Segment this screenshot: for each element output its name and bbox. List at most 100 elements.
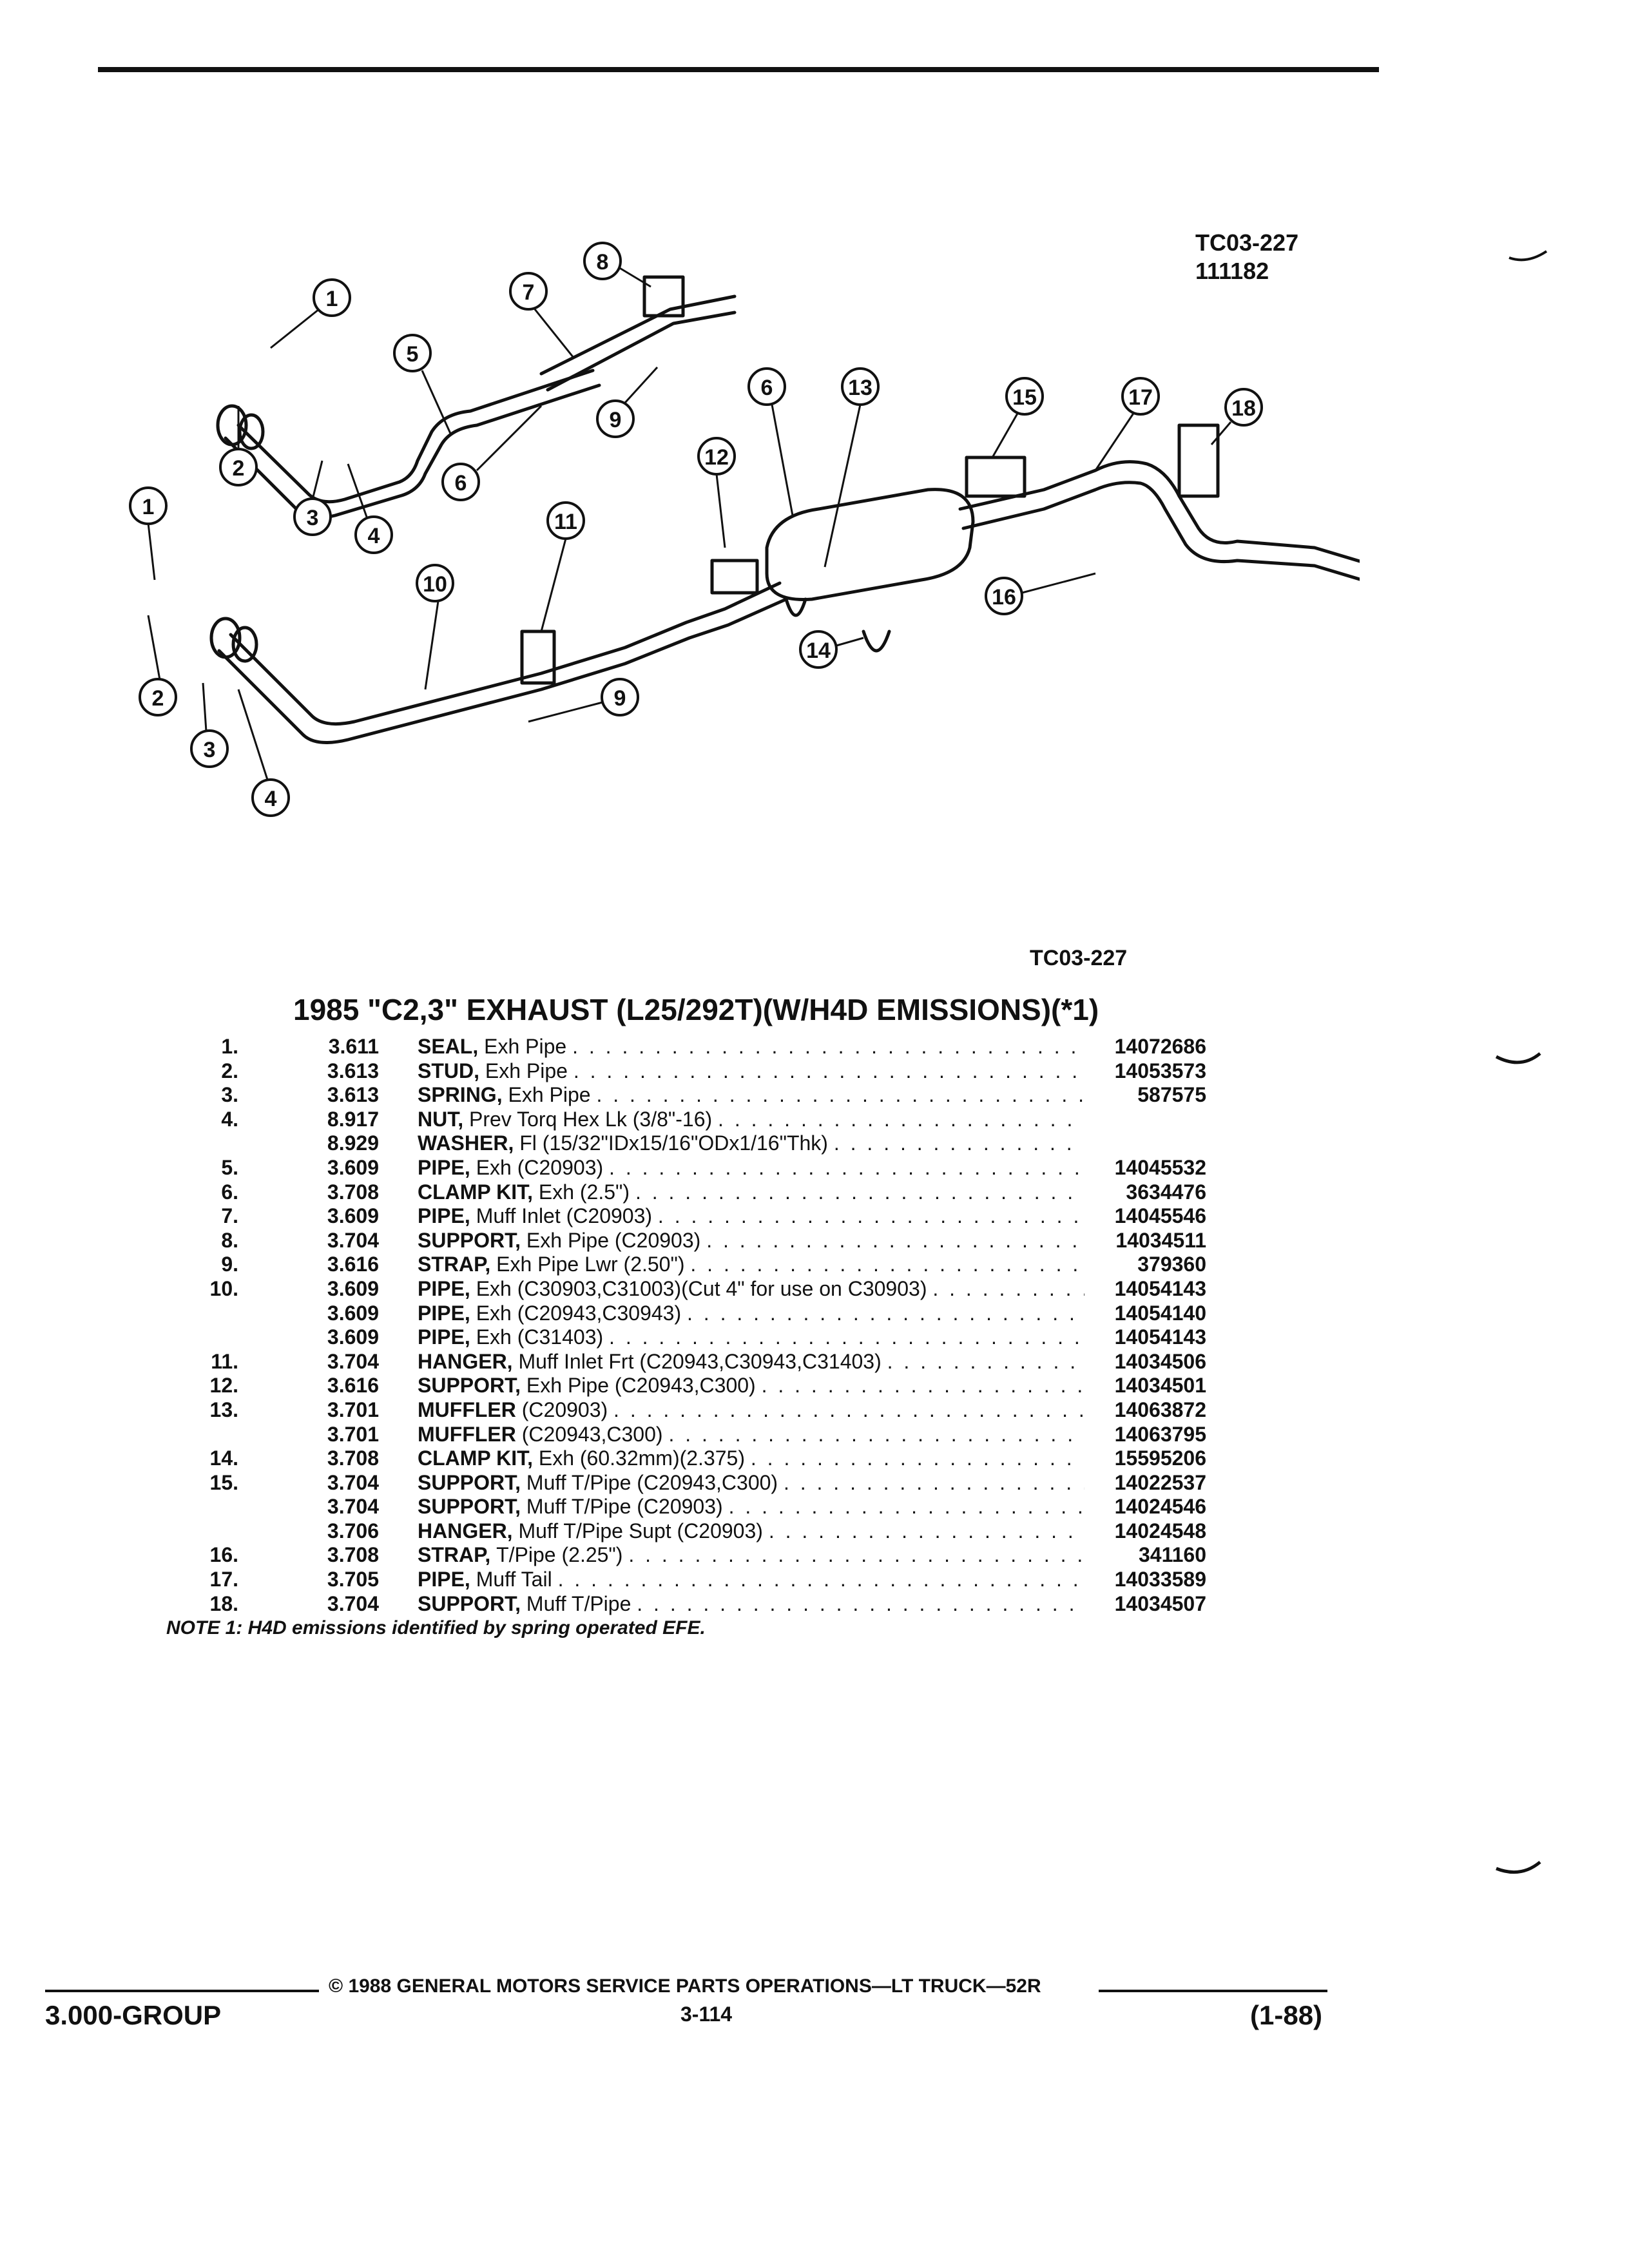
part-name: MUFFLER bbox=[418, 1422, 516, 1446]
leader-dots: . . . . . . . . . . . . . . . . . . . . … bbox=[609, 1155, 1084, 1179]
part-ref-number: 13. bbox=[209, 1398, 238, 1421]
part-number: 14063872 bbox=[1114, 1398, 1206, 1421]
group-number: 3.704 bbox=[327, 1591, 379, 1615]
part-description: PIPE, Exh (C20903) . . . . . . . . . . .… bbox=[418, 1156, 1084, 1180]
callout-4b: 4 bbox=[265, 787, 277, 811]
group-number: 3.708 bbox=[327, 1446, 379, 1470]
callout-16: 16 bbox=[992, 585, 1016, 610]
leader-dots: . . . . . . . . . . . . . . . . . . . . … bbox=[728, 1495, 1084, 1519]
group-number: 3.616 bbox=[327, 1253, 379, 1276]
header-rule bbox=[98, 67, 1379, 72]
leader-dots: . . . . . . . . . . . . . . . . . . . . … bbox=[573, 1059, 1084, 1082]
callout-14: 14 bbox=[806, 639, 831, 663]
callout-11: 11 bbox=[554, 510, 577, 534]
part-name: PIPE, bbox=[418, 1155, 470, 1179]
leader-dots: . . . . . . . . . . . . . . . . . . . . … bbox=[613, 1398, 1084, 1421]
leader-dots: . . . . . . . . . . . . . . . . . . . . … bbox=[637, 1591, 1084, 1615]
leader-dots: . . . . . . . . . . . . . . . . . . . . … bbox=[783, 1470, 1084, 1494]
leader-dots: . . . . . . . . . . . . . . . . . . . . … bbox=[761, 1374, 1084, 1398]
part-name: CLAMP KIT, bbox=[418, 1180, 533, 1204]
part-name: CLAMP KIT, bbox=[418, 1446, 533, 1470]
part-description: SPRING, Exh Pipe . . . . . . . . . . . .… bbox=[418, 1083, 1084, 1107]
part-name: PIPE, bbox=[418, 1568, 470, 1591]
callout-9a: 9 bbox=[610, 408, 622, 432]
part-description: HANGER, Muff T/Pipe Supt (C20903) . . . … bbox=[418, 1519, 1084, 1543]
leader-dots: . . . . . . . . . . . . . . . . . . . . … bbox=[690, 1253, 1084, 1276]
leader-lines bbox=[147, 266, 1232, 780]
part-number: 14045546 bbox=[1114, 1204, 1206, 1228]
table-row: 3.609 PIPE, Exh (C20943,C30943) . . . . .… bbox=[0, 1302, 1629, 1326]
group-number: 3.616 bbox=[327, 1374, 379, 1398]
part-detail: Exh (C20903) bbox=[476, 1155, 604, 1179]
group-number: 3.609 bbox=[327, 1301, 379, 1325]
part-name: STUD, bbox=[418, 1059, 479, 1082]
pipe-upper-inner bbox=[236, 369, 595, 504]
footer-rule-right bbox=[1099, 1990, 1327, 1992]
part-description: STUD, Exh Pipe . . . . . . . . . . . . .… bbox=[418, 1059, 1084, 1083]
figure-code: TC03-227 111182 bbox=[1195, 229, 1298, 285]
leader-dots: . . . . . . . . . . . . . . . . . . . . … bbox=[718, 1107, 1084, 1131]
part-detail: Exh (2.5") bbox=[538, 1180, 630, 1204]
leader-dots: . . . . . . . . . . . . . . . . . . . . … bbox=[750, 1446, 1084, 1470]
part-description: MUFFLER (C20943,C300) . . . . . . . . . … bbox=[418, 1423, 1084, 1446]
part-ref-number: 3. bbox=[221, 1083, 238, 1107]
part-description: SUPPORT, Muff T/Pipe (C20943,C300) . . .… bbox=[418, 1471, 1084, 1495]
part-description: MUFFLER (C20903) . . . . . . . . . . . .… bbox=[418, 1398, 1084, 1422]
part-ref-number: 8. bbox=[221, 1228, 238, 1252]
part-name: HANGER, bbox=[418, 1349, 513, 1373]
part-detail: T/Pipe (2.25") bbox=[496, 1543, 623, 1567]
part-name: HANGER, bbox=[418, 1519, 513, 1542]
callout-6b: 6 bbox=[761, 376, 773, 400]
part-number: 3634476 bbox=[1126, 1180, 1206, 1204]
part-number: 14053573 bbox=[1114, 1059, 1206, 1082]
part-detail: Prev Torq Hex Lk (3/8"-16) bbox=[469, 1107, 713, 1131]
part-ref-number: 18. bbox=[209, 1591, 238, 1615]
group-number: 3.704 bbox=[327, 1470, 379, 1494]
part-number: 14024546 bbox=[1114, 1495, 1206, 1519]
page-number: 3-114 bbox=[680, 2003, 733, 2026]
part-detail: Muff T/Pipe Supt (C20903) bbox=[518, 1519, 763, 1542]
leader-dots: . . . . . . . . . . . . . . . . . . . . … bbox=[596, 1083, 1084, 1107]
part-description: HANGER, Muff Inlet Frt (C20943,C30943,C3… bbox=[418, 1350, 1084, 1374]
part-detail: Exh Pipe bbox=[485, 1059, 568, 1082]
pipe-tail bbox=[958, 460, 1360, 563]
part-ref-number: 14. bbox=[209, 1446, 238, 1470]
part-name: SUPPORT, bbox=[418, 1470, 521, 1494]
part-description: SUPPORT, Muff T/Pipe . . . . . . . . . .… bbox=[418, 1592, 1084, 1616]
muffler-body bbox=[765, 488, 975, 601]
table-row: 18. 3.704 SUPPORT, Muff T/Pipe . . . . . .… bbox=[0, 1592, 1629, 1617]
page-title: 1985 "C2,3" EXHAUST (L25/292T)(W/H4D EMI… bbox=[293, 993, 1099, 1026]
margin-mark-1 bbox=[1509, 250, 1548, 262]
part-number: 14045532 bbox=[1114, 1155, 1206, 1179]
callout-18: 18 bbox=[1231, 396, 1256, 421]
part-detail: (C20943,C300) bbox=[521, 1422, 663, 1446]
part-ref-number: 9. bbox=[221, 1253, 238, 1276]
margin-mark-2 bbox=[1495, 1052, 1541, 1064]
part-name: PIPE, bbox=[418, 1204, 470, 1228]
callout-12: 12 bbox=[704, 445, 729, 470]
leader-dots: . . . . . . . . . . . . . . . . . . . . … bbox=[887, 1349, 1084, 1373]
group-number: 3.704 bbox=[327, 1228, 379, 1252]
part-detail: Exh (C30903,C31003)(Cut 4" for use on C3… bbox=[476, 1276, 927, 1300]
callout-6a: 6 bbox=[455, 471, 467, 495]
part-number: 341160 bbox=[1138, 1543, 1206, 1567]
part-ref-number: 1. bbox=[221, 1035, 238, 1058]
leader-dots: . . . . . . . . . . . . . . . . . . . . … bbox=[572, 1035, 1084, 1058]
copyright: © 1988 GENERAL MOTORS SERVICE PARTS OPER… bbox=[329, 1975, 1041, 1997]
figure-code-sub: 111182 bbox=[1195, 258, 1269, 284]
part-number: 14034506 bbox=[1114, 1349, 1206, 1373]
part-description: SUPPORT, Exh Pipe (C20903) . . . . . . .… bbox=[418, 1229, 1084, 1253]
part-description: PIPE, Exh (C20943,C30943) . . . . . . . … bbox=[418, 1302, 1084, 1325]
callout-7: 7 bbox=[523, 280, 535, 305]
part-name: SUPPORT, bbox=[418, 1374, 521, 1398]
callout-1b: 1 bbox=[142, 495, 155, 519]
group-number: 3.708 bbox=[327, 1180, 379, 1204]
part-ref-number: 15. bbox=[209, 1470, 238, 1494]
